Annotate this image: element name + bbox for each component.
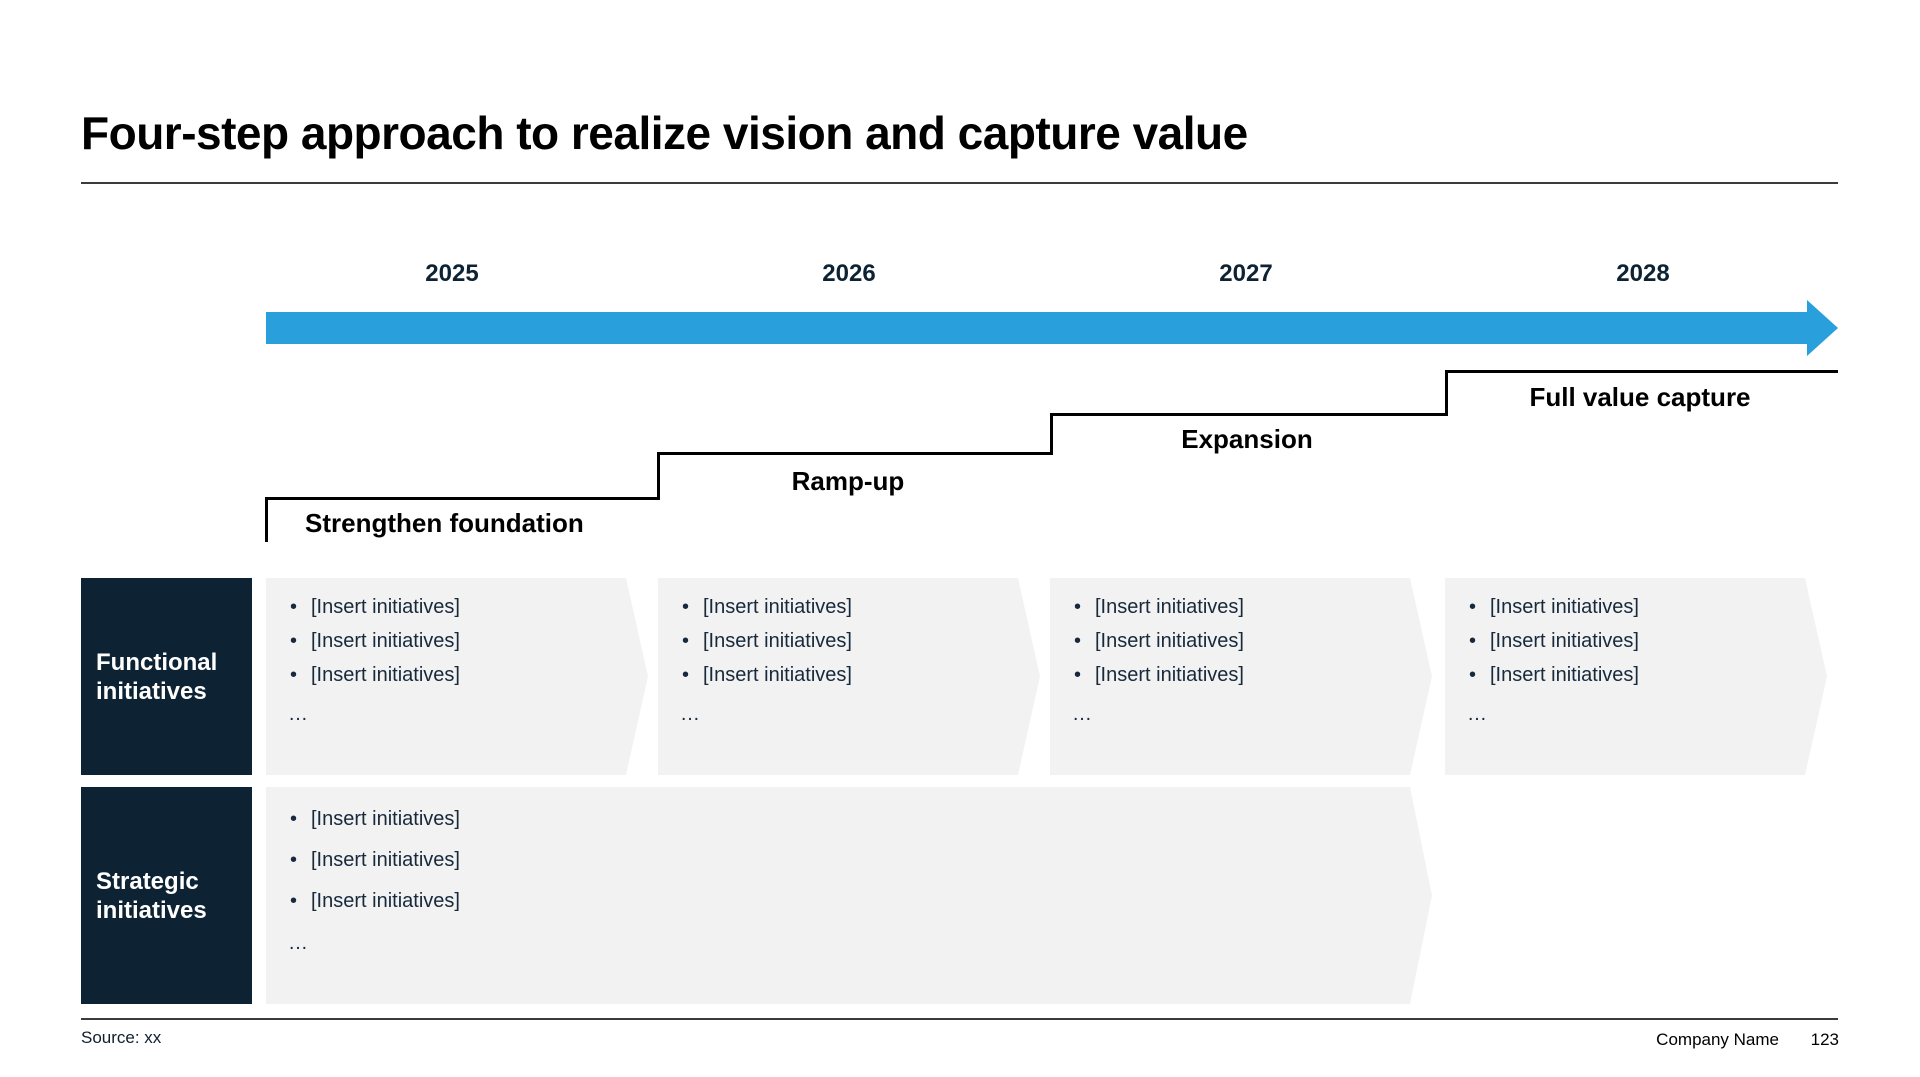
- company-name: Company Name: [1656, 1030, 1779, 1049]
- bullet-item: [Insert initiatives]: [288, 624, 614, 658]
- staircase-segment: [1445, 370, 1448, 416]
- bullet-item: [Insert initiatives]: [288, 840, 1398, 881]
- bullet-list: [Insert initiatives] [Insert initiatives…: [1050, 578, 1432, 731]
- bullet-list: [Insert initiatives] [Insert initiatives…: [658, 578, 1040, 731]
- staircase-segment: [1050, 413, 1053, 455]
- ellipsis-item: …: [288, 703, 308, 725]
- staircase-segment: [265, 497, 660, 500]
- footer-divider: [81, 1018, 1838, 1020]
- bullet-list: [Insert initiatives] [Insert initiatives…: [1445, 578, 1827, 731]
- strategic-box: [Insert initiatives] [Insert initiatives…: [266, 787, 1432, 1004]
- staircase-segment: [1445, 370, 1838, 373]
- year-label-2025: 2025: [425, 260, 479, 287]
- step-label-expansion: Expansion: [1181, 424, 1313, 454]
- timeline-arrow: [266, 300, 1838, 356]
- functional-box-2028: [Insert initiatives] [Insert initiatives…: [1445, 578, 1827, 775]
- year-label-2027: 2027: [1219, 260, 1273, 287]
- bullet-list: [Insert initiatives] [Insert initiatives…: [266, 787, 1432, 964]
- staircase-segment: [657, 452, 1053, 455]
- ellipsis-item: …: [288, 932, 308, 954]
- bullet-item: [Insert initiatives]: [288, 881, 1398, 922]
- ellipsis-item: …: [680, 703, 700, 725]
- title-divider: [81, 182, 1838, 184]
- bullet-item: [Insert initiatives]: [1467, 658, 1793, 692]
- functional-initiatives-label-text: Functional initiatives: [96, 648, 218, 705]
- step-label-ramp-up: Ramp-up: [791, 466, 905, 496]
- step-label-full-value-capture: Full value capture: [1529, 382, 1751, 412]
- staircase-segment: [1050, 413, 1448, 416]
- staircase-segment: [265, 497, 268, 542]
- functional-box-2026: [Insert initiatives] [Insert initiatives…: [658, 578, 1040, 775]
- bullet-item: [Insert initiatives]: [1072, 590, 1398, 624]
- year-label-2028: 2028: [1616, 260, 1670, 287]
- bullet-item: [Insert initiatives]: [680, 590, 1006, 624]
- functional-box-2027: [Insert initiatives] [Insert initiatives…: [1050, 578, 1432, 775]
- year-label-2026: 2026: [822, 260, 876, 287]
- bullet-item: [Insert initiatives]: [1467, 590, 1793, 624]
- bullet-item: [Insert initiatives]: [680, 624, 1006, 658]
- bullet-item: [Insert initiatives]: [288, 658, 614, 692]
- page-title: Four-step approach to realize vision and…: [81, 107, 1248, 159]
- ellipsis-item: …: [1072, 703, 1092, 725]
- staircase-segment: [657, 452, 660, 500]
- bullet-item: [Insert initiatives]: [1467, 624, 1793, 658]
- bullet-item: [Insert initiatives]: [680, 658, 1006, 692]
- functional-box-2025: [Insert initiatives] [Insert initiatives…: [266, 578, 648, 775]
- page-number: 123: [1810, 1030, 1839, 1049]
- ellipsis-item: …: [1467, 703, 1487, 725]
- step-label-strengthen-foundation: Strengthen foundation: [305, 508, 584, 538]
- strategic-initiatives-label: Strategic initiatives: [81, 787, 252, 1004]
- bullet-item: [Insert initiatives]: [288, 799, 1398, 840]
- bullet-item: [Insert initiatives]: [288, 590, 614, 624]
- bullet-list: [Insert initiatives] [Insert initiatives…: [266, 578, 648, 731]
- bullet-item: [Insert initiatives]: [1072, 624, 1398, 658]
- functional-initiatives-label: Functional initiatives: [81, 578, 252, 775]
- source-note: Source: xx: [81, 1028, 162, 1047]
- bullet-item: [Insert initiatives]: [1072, 658, 1398, 692]
- strategic-initiatives-label-text: Strategic initiatives: [96, 867, 207, 924]
